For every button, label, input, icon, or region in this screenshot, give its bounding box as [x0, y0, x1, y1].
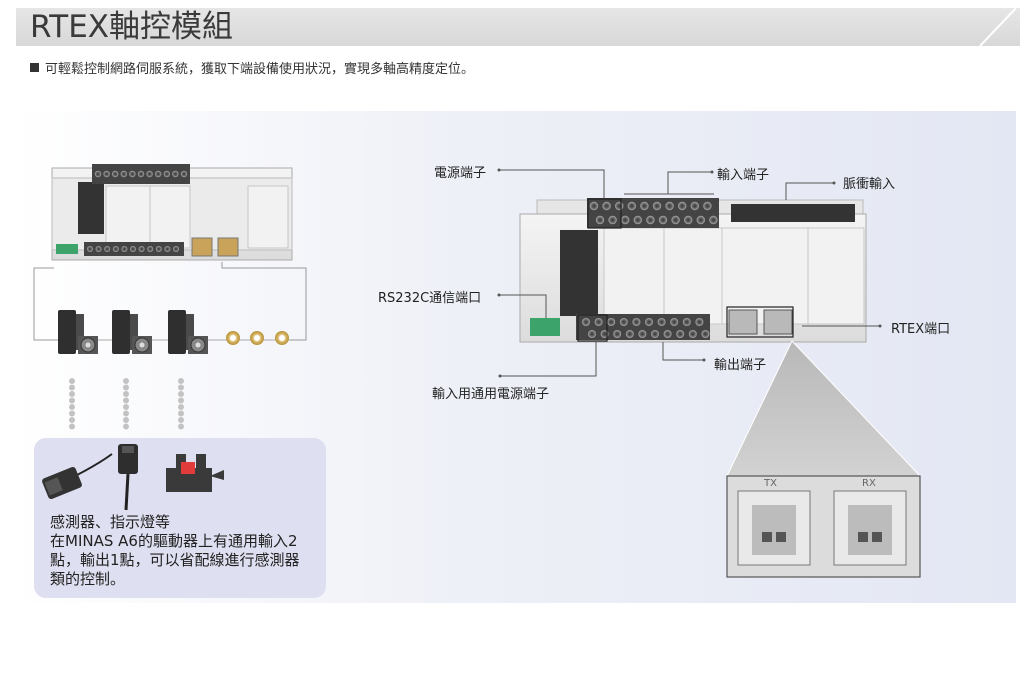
callout-endpoints	[497, 168, 882, 378]
label-input-terminal: 輸入端子	[717, 168, 770, 183]
sensor-panel-description: 在MINAS A6的驅動器上有通用輸入2點，輸出1點，可以省配線進行感測器類的控…	[50, 532, 300, 588]
callout-lines	[499, 169, 880, 377]
bullet-square-icon	[30, 63, 39, 72]
title-slash-decoration	[979, 8, 1017, 46]
plc-small-terminal-dots	[87, 170, 188, 252]
network-cable-right	[221, 262, 307, 341]
terminator-rings	[226, 331, 289, 345]
servo-units	[58, 310, 208, 354]
proximity-sensor-icon	[42, 453, 113, 500]
label-rs232c-port: RS232C通信端口	[378, 291, 482, 306]
label-tx: TX	[764, 478, 777, 489]
label-io-common-power: 輸入用通用電源端子	[432, 387, 550, 402]
plc-large-terminal-dots	[582, 201, 718, 338]
label-rtex-port: RTEX端口	[891, 322, 951, 337]
intro-text: 可輕鬆控制網路伺服系統，獲取下端設備使用狀況，實現多軸高精度定位。	[45, 62, 475, 77]
label-power-terminal: 電源端子	[434, 166, 487, 181]
io-dot-chains	[69, 378, 184, 430]
connector-zoom	[726, 475, 921, 578]
zoom-triangle	[727, 341, 920, 476]
photo-sensor-icon	[118, 444, 138, 511]
slot-sensor-icon	[166, 454, 224, 492]
intro-line: 可輕鬆控制網路伺服系統，獲取下端設備使用狀況，實現多軸高精度定位。	[30, 58, 474, 77]
title-bar: RTEX軸控模組	[16, 8, 1020, 46]
label-pulse-input: 脈衝輸入	[843, 177, 896, 192]
label-rx: RX	[862, 478, 876, 489]
network-cable-left	[33, 267, 64, 341]
page-title: RTEX軸控模組	[30, 9, 234, 45]
label-output-terminal: 輸出端子	[714, 358, 767, 373]
sensor-panel-title: 感測器、指示燈等	[50, 513, 171, 531]
